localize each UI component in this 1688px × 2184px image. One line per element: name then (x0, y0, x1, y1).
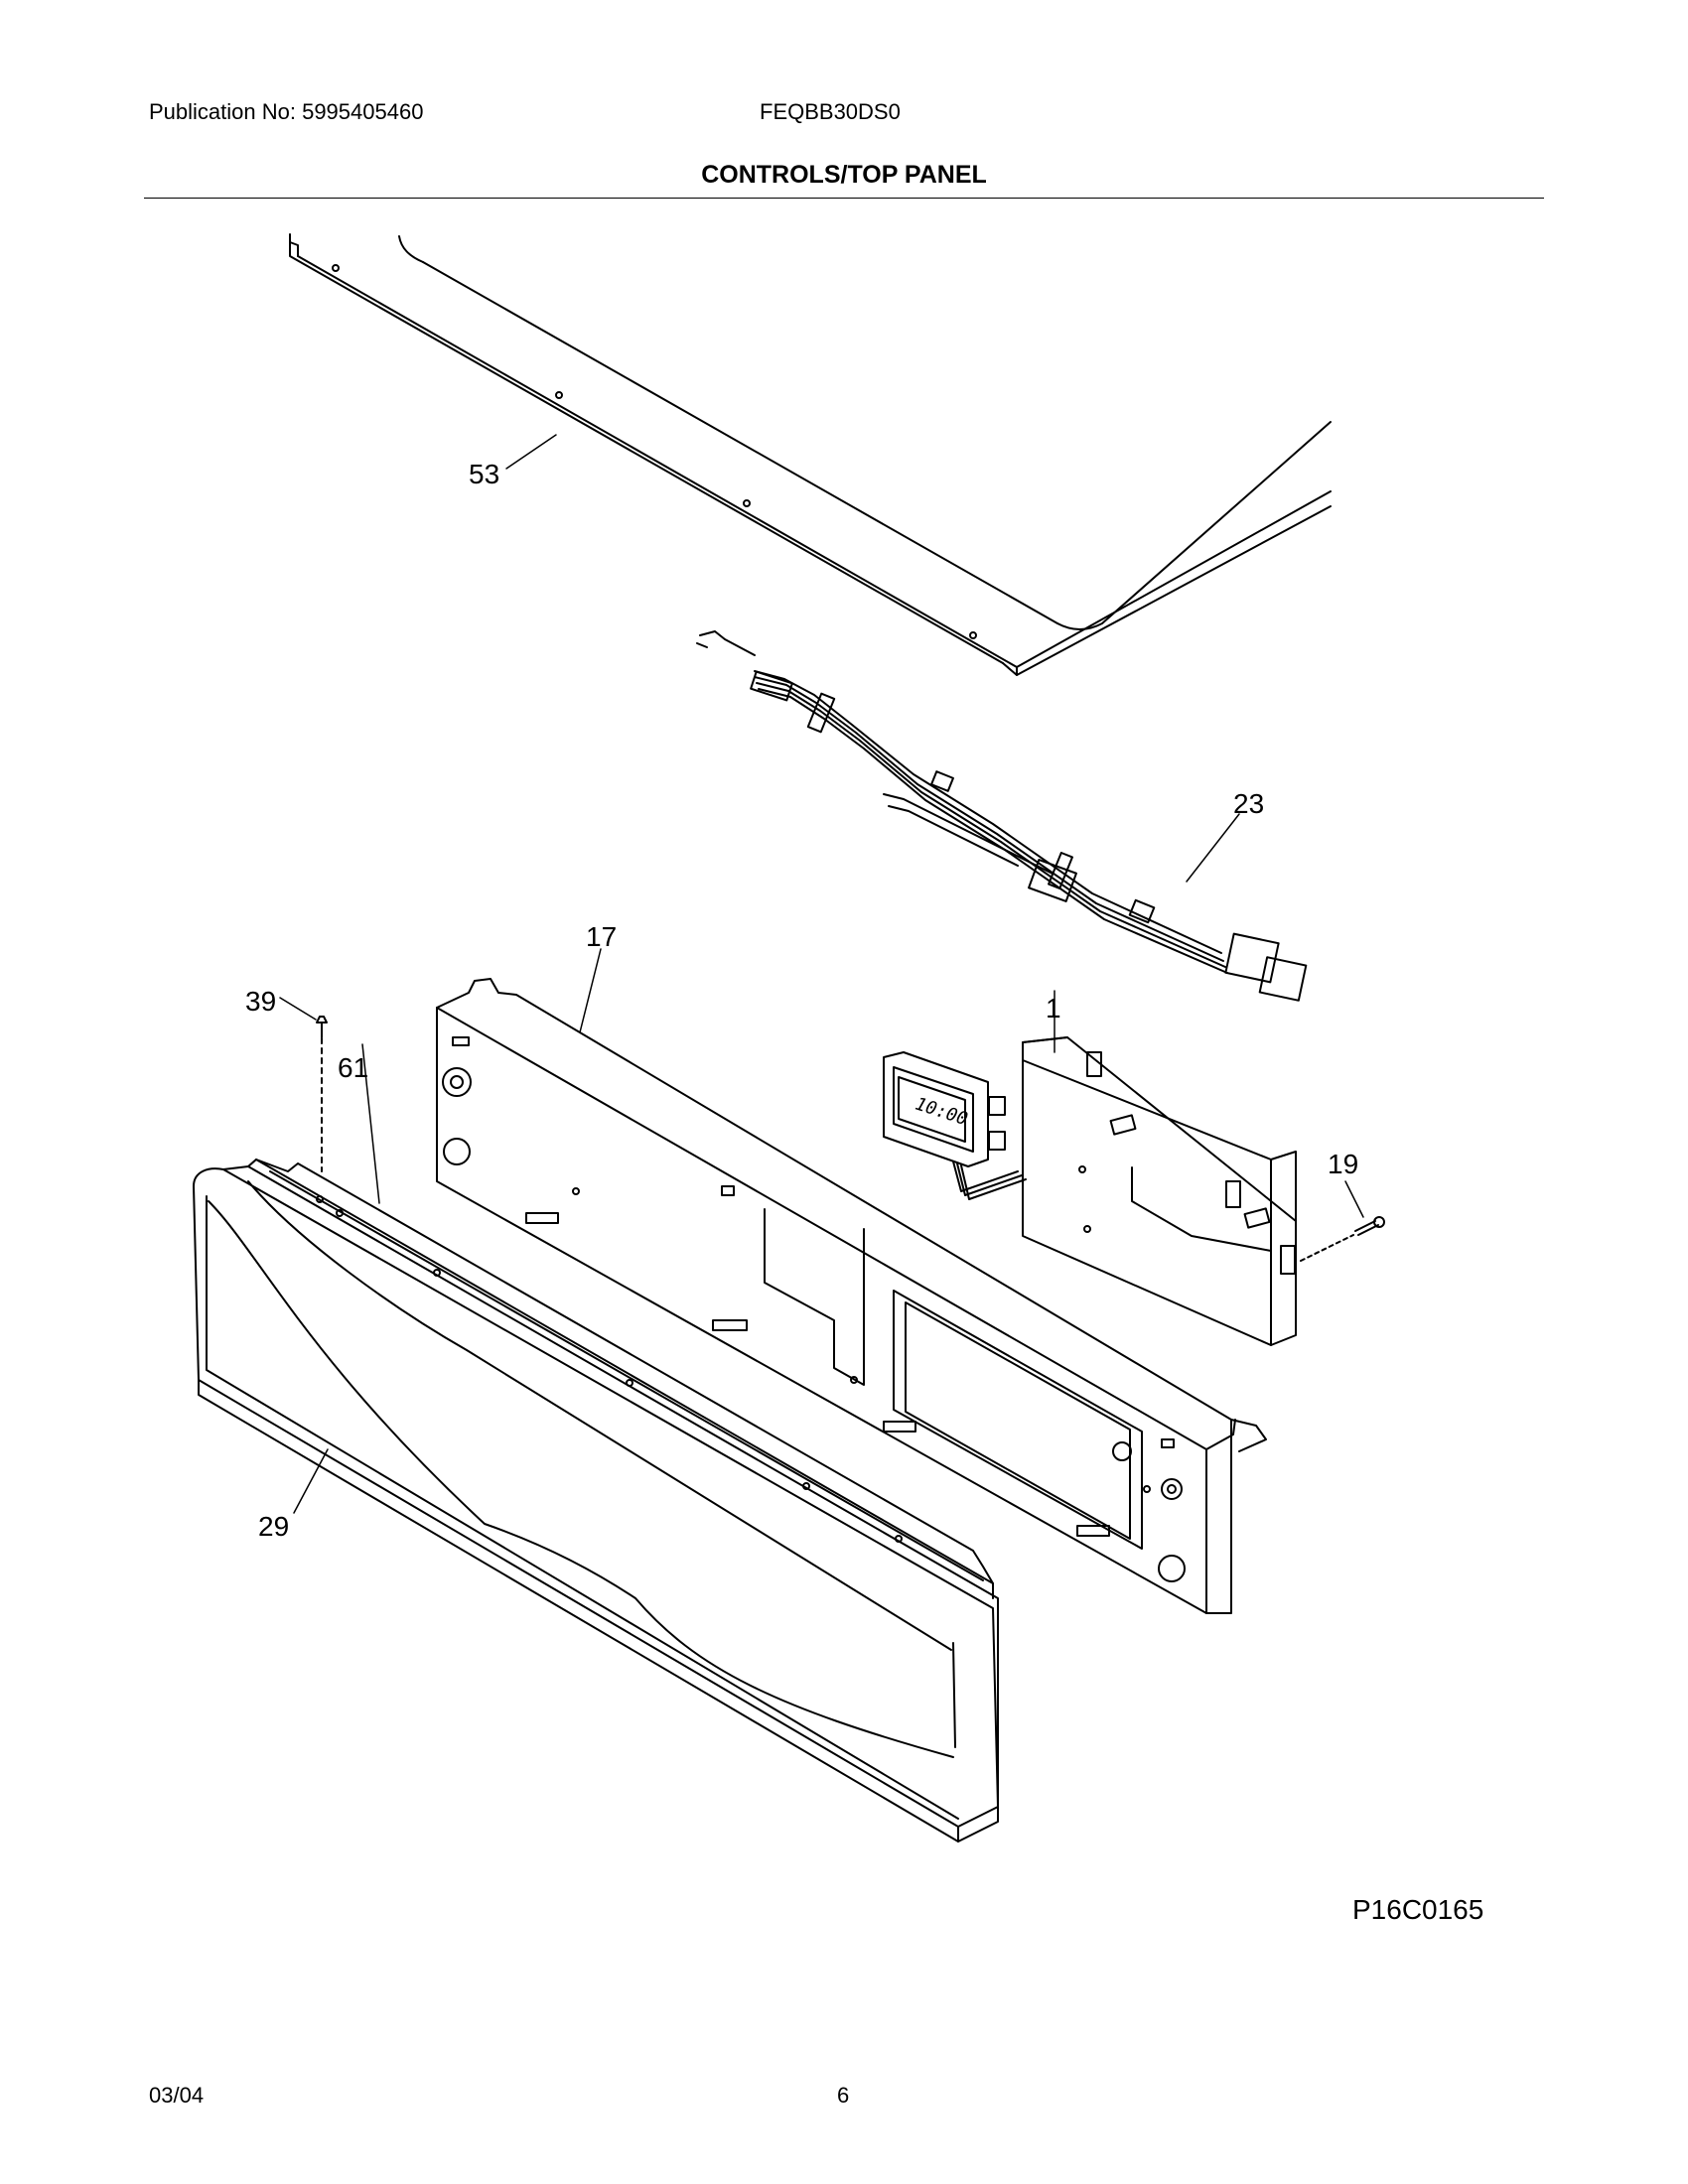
part-53-top-panel (289, 233, 1332, 676)
part-17-control-panel-back (436, 978, 1267, 1614)
callout-17: 17 (586, 921, 618, 952)
callout-19: 19 (1328, 1149, 1359, 1179)
part-29-front-control-panel (193, 1159, 999, 1843)
callout-1: 1 (1046, 993, 1061, 1024)
header-divider (144, 198, 1544, 199)
callout-39: 39 (245, 986, 277, 1017)
callout-23: 23 (1233, 788, 1265, 819)
page-number: 6 (837, 2083, 850, 2108)
drawing-code: P16C0165 (1352, 1894, 1484, 1925)
model-number: FEQBB30DS0 (760, 99, 901, 124)
part-39-screw (316, 1016, 328, 1172)
footer-date: 03/04 (149, 2083, 205, 2108)
callout-leaders (279, 434, 1364, 1514)
callout-61: 61 (338, 1052, 369, 1083)
part-23-wire-harness (696, 630, 1308, 1002)
callout-29: 29 (258, 1511, 290, 1542)
page-title: CONTROLS/TOP PANEL (701, 161, 987, 189)
part-19-screw (1300, 1216, 1385, 1262)
callout-53: 53 (469, 459, 500, 489)
publication-number: Publication No: 5995405460 (149, 99, 424, 124)
part-1-clock-control: 10:00 (883, 1036, 1297, 1346)
